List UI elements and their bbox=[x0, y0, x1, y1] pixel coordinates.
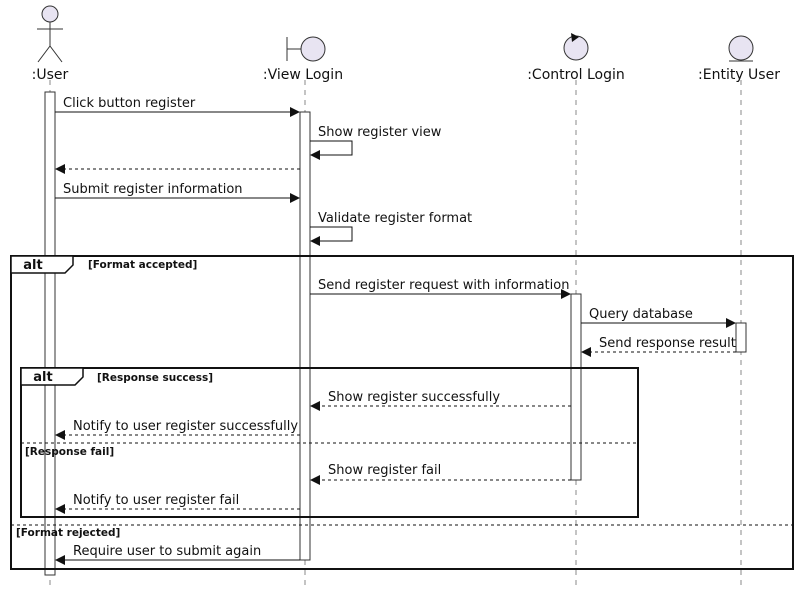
arrow-head-5 bbox=[310, 236, 320, 246]
arrow-head-7 bbox=[726, 318, 736, 328]
message-label-9: Show register successfully bbox=[328, 390, 500, 405]
user-actor-icon bbox=[37, 5, 63, 63]
activation-view-login bbox=[299, 111, 311, 561]
arrow-head-3 bbox=[55, 164, 65, 174]
message-label-8: Send response result bbox=[599, 336, 736, 351]
boundary-icon bbox=[286, 36, 326, 62]
guard-format-rejected: [Format rejected] bbox=[16, 527, 120, 539]
guard-response-success: [Response success] bbox=[97, 372, 213, 384]
message-label-1: Click button register bbox=[63, 96, 196, 111]
alt-tab-outer bbox=[10, 255, 74, 274]
alt-label-inner: alt bbox=[33, 370, 52, 385]
message-arrow-2 bbox=[310, 140, 353, 156]
message-label-13: Require user to submit again bbox=[73, 544, 261, 559]
participant-label-control-login: :Control Login bbox=[527, 67, 625, 83]
arrow-head-2 bbox=[310, 150, 320, 160]
participant-label-view-login: :View Login bbox=[263, 67, 343, 83]
message-arrow-5 bbox=[310, 226, 353, 242]
guard-format-accepted: [Format accepted] bbox=[88, 259, 197, 271]
arrow-head-4 bbox=[290, 193, 300, 203]
message-label-12: Notify to user register fail bbox=[73, 493, 239, 508]
participant-label-user: :User bbox=[32, 67, 69, 83]
arrow-head-11 bbox=[310, 475, 320, 485]
arrow-head-10 bbox=[55, 430, 65, 440]
message-label-2: Show register view bbox=[318, 125, 442, 140]
arrow-head-9 bbox=[310, 401, 320, 411]
arrow-head-13 bbox=[55, 555, 65, 565]
message-label-10: Notify to user register successfully bbox=[73, 419, 298, 434]
message-label-7: Query database bbox=[589, 307, 693, 322]
entity-icon bbox=[728, 35, 754, 62]
arrow-head-6 bbox=[561, 289, 571, 299]
activation-entity-user bbox=[735, 322, 747, 353]
message-label-6: Send register request with information bbox=[318, 278, 569, 293]
activation-user bbox=[44, 91, 56, 576]
message-label-4: Submit register information bbox=[63, 182, 243, 197]
alt-tab-inner bbox=[20, 367, 84, 386]
arrow-head-12 bbox=[55, 504, 65, 514]
control-icon bbox=[563, 33, 589, 61]
activation-control-login bbox=[570, 293, 582, 481]
message-label-5: Validate register format bbox=[318, 211, 472, 226]
participant-label-entity-user: :Entity User bbox=[698, 67, 780, 83]
arrow-head-8 bbox=[581, 347, 591, 357]
alt-label-outer: alt bbox=[23, 258, 42, 273]
arrow-head-1 bbox=[290, 107, 300, 117]
alt-fragment-outer bbox=[10, 255, 794, 570]
message-label-11: Show register fail bbox=[328, 463, 441, 478]
guard-response-fail: [Response fail] bbox=[25, 446, 114, 458]
